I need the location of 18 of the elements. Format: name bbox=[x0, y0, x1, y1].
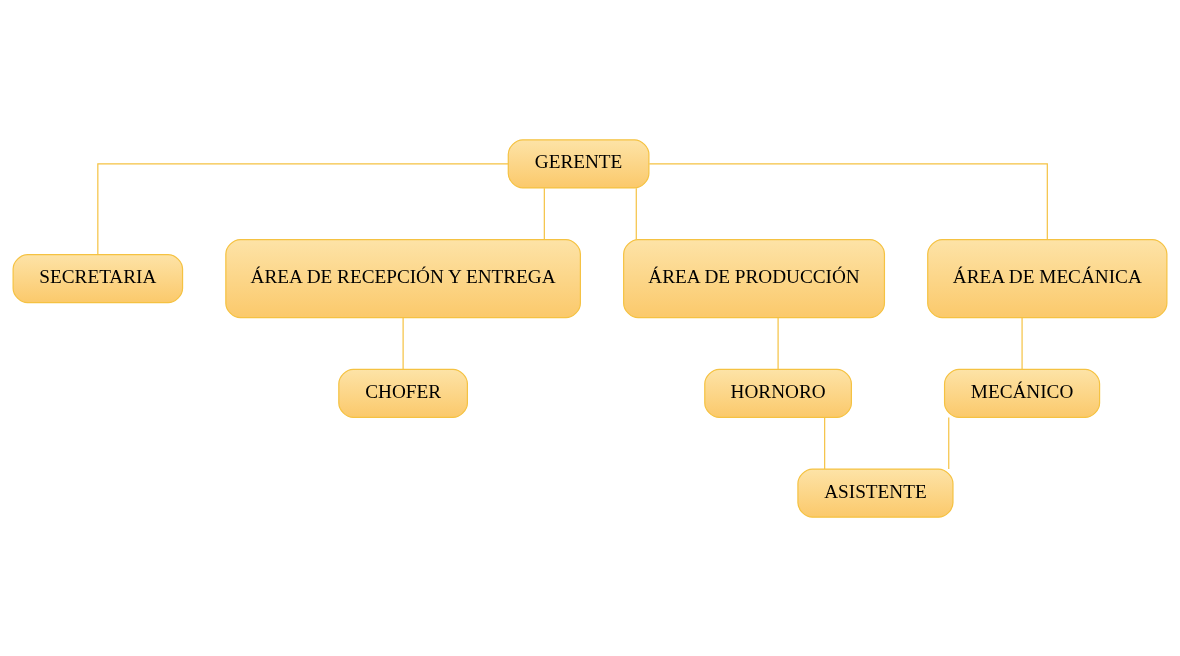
node-box: GERENTE bbox=[507, 138, 650, 188]
connector bbox=[824, 416, 826, 469]
node-box: CHOFER bbox=[338, 368, 468, 418]
node-box: ÁREA DE RECEPCIÓN Y ENTREGA bbox=[225, 238, 581, 318]
node-box: ASISTENTE bbox=[797, 468, 954, 518]
connector bbox=[543, 187, 545, 240]
node-box: ÁREA DE MECÁNICA bbox=[927, 238, 1168, 318]
connector bbox=[97, 162, 509, 255]
connector bbox=[1021, 316, 1023, 370]
connector bbox=[635, 187, 637, 240]
node-box: HORNORO bbox=[704, 368, 852, 418]
connector bbox=[648, 162, 1048, 240]
connector bbox=[948, 416, 950, 469]
connector bbox=[777, 316, 779, 370]
node-box: SECRETARIA bbox=[12, 253, 184, 303]
node-box: ÁREA DE PRODUCCIÓN bbox=[623, 238, 886, 318]
connector bbox=[402, 316, 404, 370]
node-box: MECÁNICO bbox=[943, 368, 1101, 418]
